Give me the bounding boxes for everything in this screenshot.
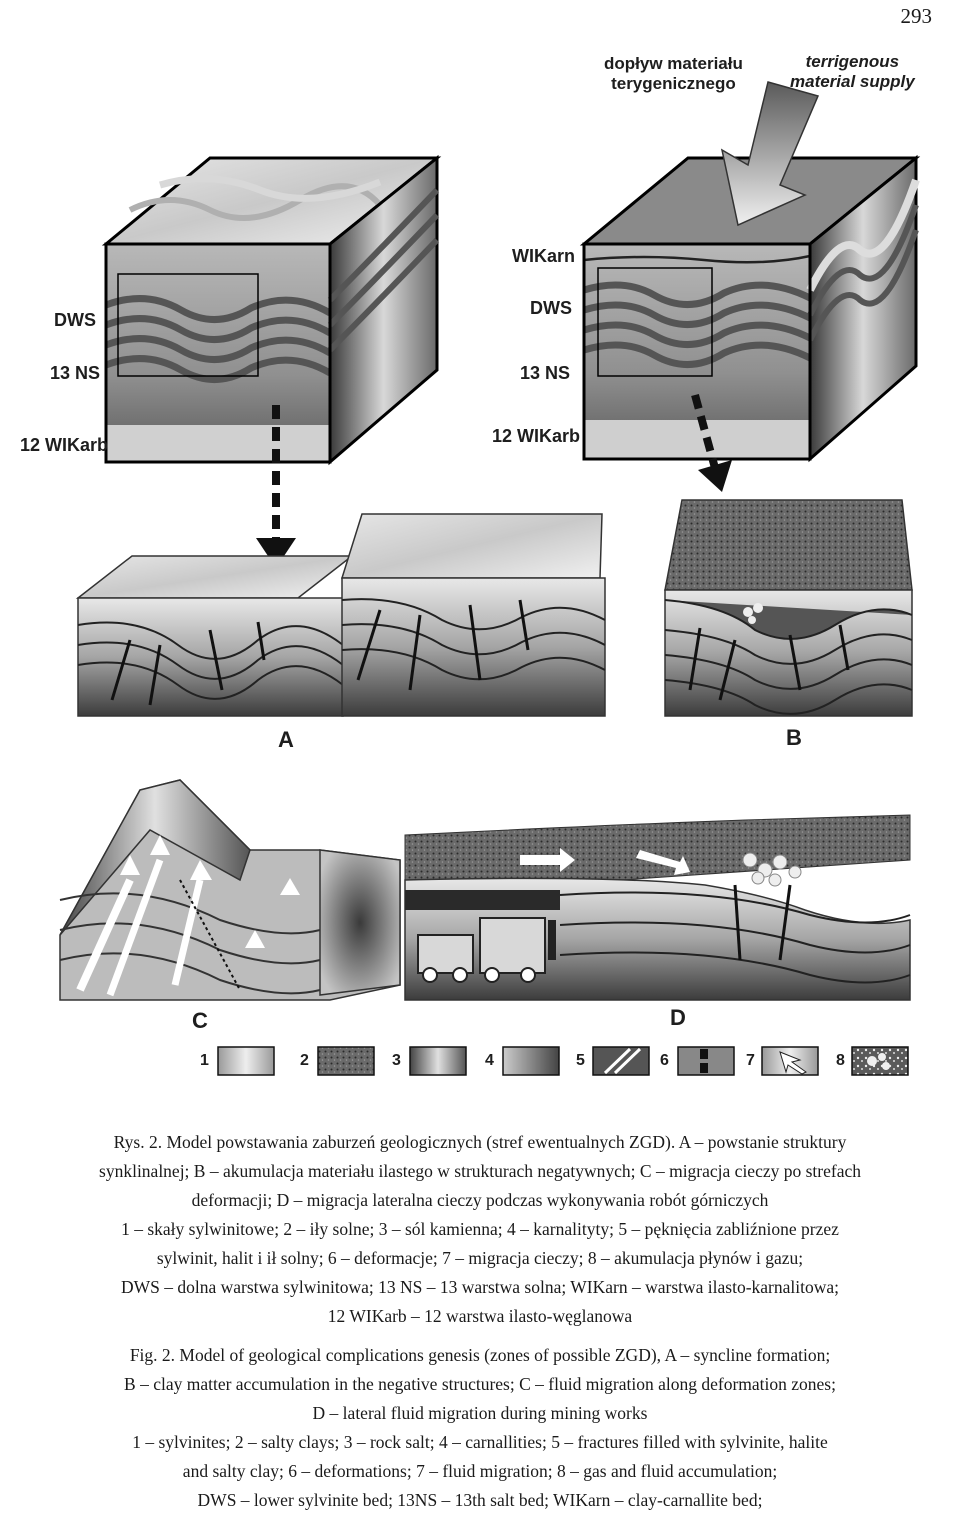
page-number: 293: [900, 4, 933, 28]
caption-pl-line-2: synklinalnej; B – akumulacja materiału i…: [99, 1161, 861, 1181]
block-b-upper: [579, 154, 921, 463]
supply-label-pl-line1: dopływ materiału: [604, 54, 743, 73]
figure-caption: Rys. 2. Model powstawania zaburzeń geolo…: [0, 1128, 960, 1515]
label-right-wikarn: WIKarn: [512, 246, 575, 266]
figure-drawing: [59, 81, 921, 1076]
label-right-12wikarb: 12 WIKarb: [492, 426, 581, 446]
legend-num-3: 3: [392, 1052, 401, 1069]
caption-en-line-2: B – clay matter accumulation in the nega…: [124, 1374, 836, 1394]
panel-label-c: C: [192, 1008, 208, 1033]
supply-label-pl-line2: terygenicznego: [611, 74, 736, 93]
supply-label-en: terrigenous material supply: [790, 52, 915, 92]
legend-num-2: 2: [300, 1052, 309, 1069]
panel-d-block: [404, 814, 911, 1001]
terrigenous-supply-arrow: [720, 81, 820, 227]
caption-en-line-1: Fig. 2. Model of geological complication…: [129, 1345, 831, 1365]
caption-pl-line-7: 12 WIKarb – 12 warstwa ilasto-węglanowa: [327, 1306, 633, 1326]
legend-swatch-5: [592, 1046, 650, 1076]
label-left-13ns: 13 NS: [50, 363, 101, 383]
legend: [217, 1046, 909, 1076]
panel-a-blocks: [75, 513, 606, 717]
supply-label-en-line2: material supply: [790, 72, 915, 91]
panel-label-a: A: [278, 727, 294, 752]
block-a-upper: [101, 154, 442, 466]
panel-c-block: [59, 779, 401, 1001]
caption-pl-line-1: Rys. 2. Model powstawania zaburzeń geolo…: [113, 1132, 847, 1152]
label-left-dws: DWS: [54, 310, 96, 330]
legend-swatch-6: [677, 1046, 735, 1076]
legend-num-4: 4: [485, 1052, 494, 1069]
caption-en-line-5: and salty clay; 6 – deformations; 7 – fl…: [182, 1461, 778, 1481]
caption-pl-line-6: DWS – dolna warstwa sylwinitowa; 13 NS –…: [120, 1277, 839, 1297]
panel-b-block: [664, 499, 913, 717]
legend-num-8: 8: [836, 1052, 845, 1069]
legend-swatch-8: [851, 1046, 909, 1076]
caption-pl-line-5: sylwinit, halit i ił solny; 6 – deformac…: [156, 1248, 804, 1268]
caption-pl-line-4: 1 – skały sylwinitowe; 2 – iły solne; 3 …: [121, 1219, 839, 1239]
supply-label-pl: dopływ materiału terygenicznego: [604, 54, 743, 94]
caption-pl-line-3: deformacji; D – migracja lateralna ciecz…: [191, 1190, 769, 1210]
legend-num-7: 7: [746, 1052, 755, 1069]
dashed-arrow-b: [691, 393, 732, 492]
label-right-dws: DWS: [530, 298, 572, 318]
panel-label-b: B: [786, 725, 802, 750]
legend-num-1: 1: [200, 1052, 209, 1069]
legend-swatch-7: [761, 1046, 819, 1076]
panel-label-d: D: [670, 1005, 686, 1030]
supply-label-en-line1: terrigenous: [805, 52, 900, 71]
legend-swatch-3: [409, 1046, 467, 1076]
legend-num-5: 5: [576, 1052, 585, 1069]
caption-en-line-3: D – lateral fluid migration during minin…: [312, 1403, 648, 1423]
legend-swatch-4: [502, 1046, 560, 1076]
caption-en-line-4: 1 – sylvinites; 2 – salty clays; 3 – roc…: [132, 1432, 828, 1452]
label-right-13ns: 13 NS: [520, 363, 571, 383]
dashed-arrow-a: [256, 405, 296, 568]
legend-swatch-1: [217, 1046, 275, 1076]
caption-en-line-6: DWS – lower sylvinite bed; 13NS – 13th s…: [197, 1490, 763, 1510]
legend-num-6: 6: [660, 1052, 669, 1069]
label-left-12wikarb: 12 WIKarb: [20, 435, 109, 455]
legend-swatch-2: [317, 1046, 375, 1076]
geological-model-figure: dopływ materiału terygenicznego terrigen…: [20, 52, 921, 1076]
